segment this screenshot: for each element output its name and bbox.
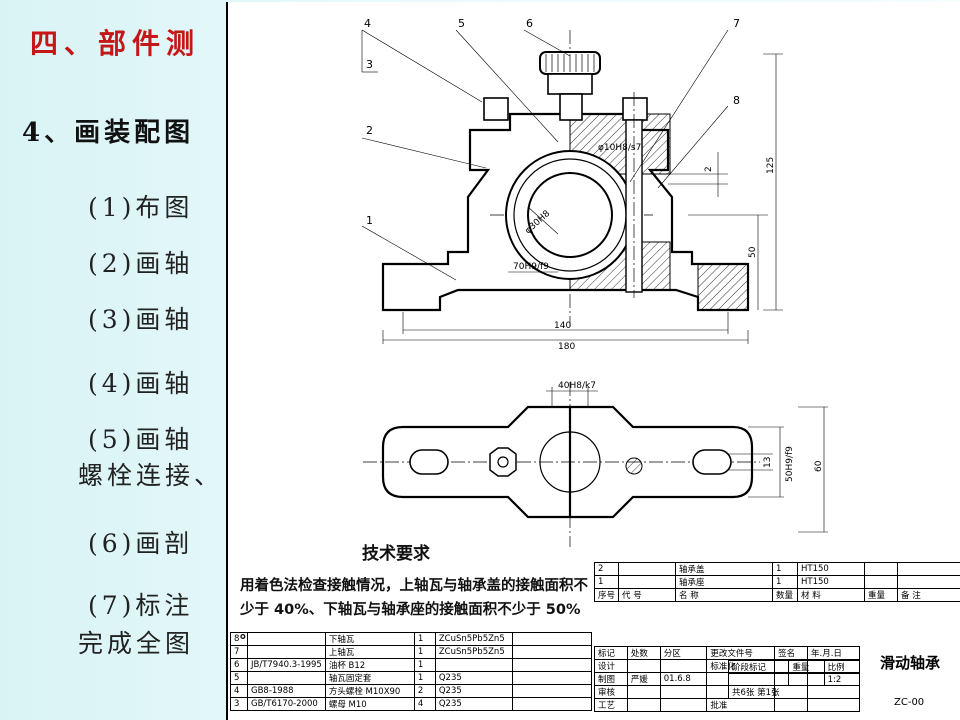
parts-list-lower: 8 下轴瓦 1 ZCuSn5Pb5Zn5 7 上轴瓦 1 ZCuSn5Pb5Zn… bbox=[230, 632, 593, 711]
step-7-continued: 完成全图 bbox=[78, 629, 195, 658]
table-header-row: 序号 代 号 名 称 数量 材 料 重量 备 注 bbox=[593, 588, 960, 602]
dim-height-center: 50 bbox=[748, 246, 758, 258]
drawing-name: 滑动轴承 bbox=[879, 654, 940, 672]
balloon-4: 4 bbox=[364, 17, 371, 30]
step-5: (5)画轴 bbox=[88, 425, 194, 454]
dim-fit-small: φ10H8/s7 bbox=[598, 143, 641, 153]
dim-plan-fit: 50H9/f9 bbox=[785, 446, 795, 482]
drawing-number: ZC-00 bbox=[894, 697, 925, 708]
step-3: (3)画轴 bbox=[88, 305, 194, 334]
dim-fit-base: 70H9/f9 bbox=[513, 262, 549, 272]
title-block-stage: 阶段标记 重量 比例 1:2 共6张 第1张 bbox=[727, 660, 861, 699]
table-row: 6 JB/T7940.3-1995 油杯 B12 1 bbox=[230, 658, 593, 672]
table-row: 1 轴承座 1 HT150 bbox=[593, 575, 960, 589]
front-view bbox=[381, 30, 783, 344]
table-row: 阶段标记 重量 比例 bbox=[727, 660, 861, 674]
table-row: 工艺 批准 bbox=[594, 698, 860, 712]
table-row: 7 上轴瓦 1 ZCuSn5Pb5Zn5 bbox=[230, 645, 593, 659]
step-1: (1)布图 bbox=[88, 193, 194, 222]
slide-title: 四、部件测 bbox=[30, 27, 201, 60]
dim-gap: 2 bbox=[704, 166, 714, 172]
dim-height-total: 125 bbox=[766, 157, 776, 174]
table-row: 1:2 bbox=[727, 673, 861, 686]
balloon-8: 8 bbox=[733, 94, 740, 107]
top-view bbox=[363, 382, 828, 547]
table-row: 8 下轴瓦 1 ZCuSn5Pb5Zn5 bbox=[230, 632, 593, 646]
table-row: 5 轴瓦固定套 1 Q235 bbox=[230, 671, 593, 685]
dim-width-total: 180 bbox=[558, 342, 575, 352]
balloon-6: 6 bbox=[526, 17, 533, 30]
table-row: 3 GB/T6170-2000 螺母 M10 4 Q235 bbox=[230, 697, 593, 711]
assembly-drawing: 4 3 5 6 7 8 2 1 φ10H8/s7 φ30H8 70H9/f9 2… bbox=[226, 2, 960, 720]
technical-requirements-title: 技术要求 bbox=[362, 544, 430, 564]
step-6: (6)画剖 bbox=[88, 529, 194, 558]
dim-plan-small: 13 bbox=[763, 457, 773, 468]
slide-subtitle: 4、画装配图 bbox=[22, 118, 195, 148]
step-2: (2)画轴 bbox=[88, 249, 194, 278]
technical-requirements-text: 用着色法检查接触情况，上轴瓦与轴承盖的接触面积不少于 40%、下轴瓦与轴承座的接… bbox=[240, 578, 588, 642]
balloon-7: 7 bbox=[733, 17, 740, 30]
dim-top-fit: 40H8/k7 bbox=[558, 381, 596, 391]
table-row: 2 轴承盖 1 HT150 bbox=[593, 562, 960, 576]
drawing-canvas: 4 3 5 6 7 8 2 1 φ10H8/s7 φ30H8 70H9/f9 2… bbox=[361, 17, 828, 547]
dim-plan-total: 60 bbox=[814, 460, 824, 472]
step-4: (4)画轴 bbox=[88, 369, 194, 398]
step-5-continued: 螺栓连接、 bbox=[78, 461, 224, 490]
leader-lines bbox=[361, 29, 729, 281]
balloon-2: 2 bbox=[366, 124, 373, 137]
balloon-5: 5 bbox=[458, 17, 465, 30]
step-7: (7)标注 bbox=[88, 591, 194, 620]
table-row: 4 GB8-1988 方头螺栓 M10X90 2 Q235 bbox=[230, 684, 593, 698]
table-row: 标记 处数 分区 更改文件号 签名 年.月.日 bbox=[594, 646, 860, 660]
balloon-3: 3 bbox=[366, 58, 373, 71]
balloon-1: 1 bbox=[366, 214, 373, 227]
parts-list-upper: 2 轴承盖 1 HT150 1 轴承座 1 HT150 序号 代 号 名 称 数… bbox=[593, 562, 960, 602]
dim-width-inner: 140 bbox=[554, 321, 571, 331]
table-row: 共6张 第1张 bbox=[728, 685, 860, 699]
